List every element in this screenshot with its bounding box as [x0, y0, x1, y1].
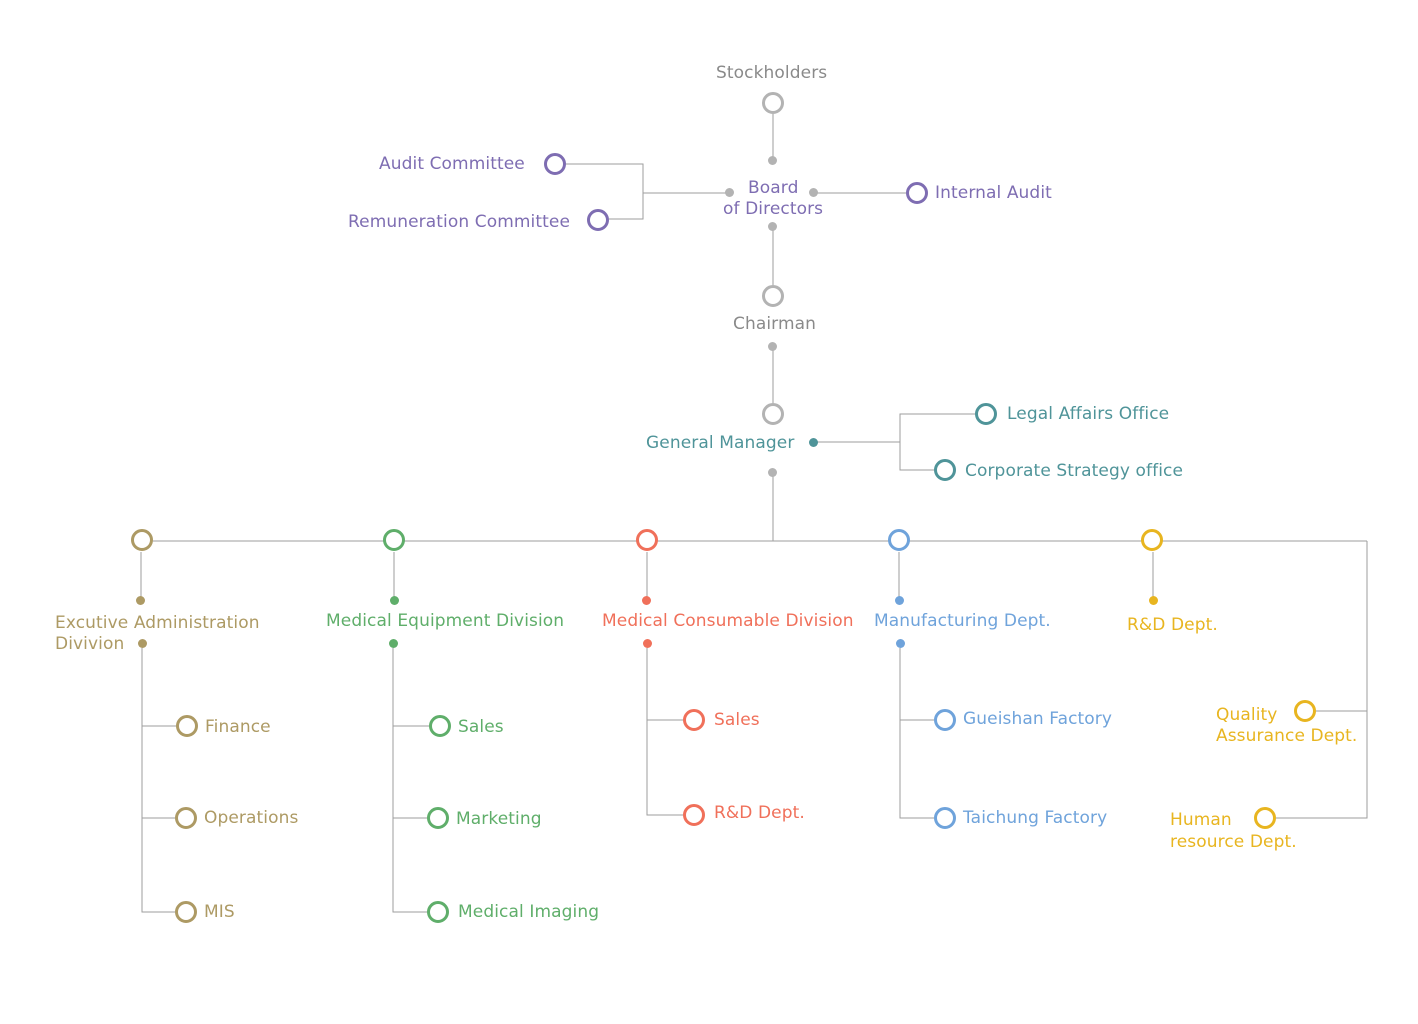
exec-admin-label-line1: Excutive Administration — [55, 613, 260, 633]
connector-dot — [809, 438, 818, 447]
finance-label: Finance — [205, 717, 271, 737]
connector-dot — [389, 639, 398, 648]
consumable-sales-node — [683, 709, 705, 731]
operations-node — [175, 807, 197, 829]
connector-dot — [768, 468, 777, 477]
internal-audit-node — [906, 182, 928, 204]
stockholders-node — [762, 92, 784, 114]
marketing-label: Marketing — [456, 809, 542, 829]
exec-admin-label-line2: Divivion — [55, 634, 125, 654]
board-label-line1: Board — [748, 178, 799, 198]
connector-dot — [643, 639, 652, 648]
connector — [899, 413, 975, 471]
chairman-node — [762, 285, 784, 307]
med-consumable-label: Medical Consumable Division — [602, 611, 854, 631]
remuneration-committee-node — [587, 209, 609, 231]
gueishan-factory-node — [934, 709, 956, 731]
connector — [392, 648, 427, 913]
connector-dot — [768, 156, 777, 165]
audit-committee-node — [544, 153, 566, 175]
med-equipment-node — [383, 529, 405, 551]
hr-label-line2: resource Dept. — [1170, 832, 1297, 852]
operations-label: Operations — [204, 808, 299, 828]
equipment-sales-label: Sales — [458, 717, 504, 737]
remuneration-committee-label: Remuneration Committee — [348, 212, 571, 232]
consumable-rd-node — [683, 804, 705, 826]
hr-label-line1: Human — [1170, 810, 1232, 830]
taichung-factory-node — [934, 807, 956, 829]
connector-dot — [895, 596, 904, 605]
equipment-sales-node — [429, 715, 451, 737]
stockholders-label: Stockholders — [716, 63, 828, 83]
connector — [646, 648, 683, 816]
quality-label-line1: Quality — [1216, 705, 1278, 725]
connector-dot — [138, 639, 147, 648]
connector-dot — [390, 596, 399, 605]
corporate-strategy-label: Corporate Strategy office — [965, 461, 1184, 481]
legal-affairs-node — [975, 403, 997, 425]
chairman-label: Chairman — [733, 314, 817, 334]
med-equipment-label: Medical Equipment Division — [326, 611, 565, 631]
connector-dot — [642, 596, 651, 605]
audit-committee-label: Audit Committee — [379, 154, 525, 174]
connector-dot — [768, 342, 777, 351]
mis-node — [175, 901, 197, 923]
internal-audit-label: Internal Audit — [935, 183, 1052, 203]
connector — [141, 648, 175, 913]
connector — [1276, 541, 1368, 819]
med-consumable-node — [636, 529, 658, 551]
consumable-sales-label: Sales — [714, 710, 760, 730]
quality-node — [1294, 700, 1316, 722]
connector-dot — [1149, 596, 1158, 605]
connector — [899, 648, 934, 819]
exec-admin-node — [131, 529, 153, 551]
hr-node — [1254, 807, 1276, 829]
quality-label-line2: Assurance Dept. — [1216, 726, 1358, 746]
medical-imaging-label: Medical Imaging — [458, 902, 600, 922]
connector-dot — [768, 222, 777, 231]
connector — [566, 163, 644, 220]
gueishan-factory-label: Gueishan Factory — [963, 709, 1113, 729]
connector-dot — [896, 639, 905, 648]
medical-imaging-node — [427, 901, 449, 923]
corporate-strategy-node — [934, 459, 956, 481]
general-manager-label: General Manager — [646, 433, 795, 453]
manufacturing-node — [888, 529, 910, 551]
connector-dot — [136, 596, 145, 605]
general-manager-node — [762, 403, 784, 425]
connector-dot — [809, 188, 818, 197]
manufacturing-label: Manufacturing Dept. — [874, 611, 1051, 631]
taichung-factory-label: Taichung Factory — [963, 808, 1108, 828]
connector-dot — [725, 188, 734, 197]
mis-label: MIS — [204, 902, 235, 922]
rd-label: R&D Dept. — [1127, 615, 1218, 635]
marketing-node — [427, 807, 449, 829]
consumable-rd-label: R&D Dept. — [714, 803, 805, 823]
board-label-line2: of Directors — [723, 199, 824, 219]
rd-node — [1141, 529, 1163, 551]
finance-node — [176, 715, 198, 737]
legal-affairs-label: Legal Affairs Office — [1007, 404, 1170, 424]
